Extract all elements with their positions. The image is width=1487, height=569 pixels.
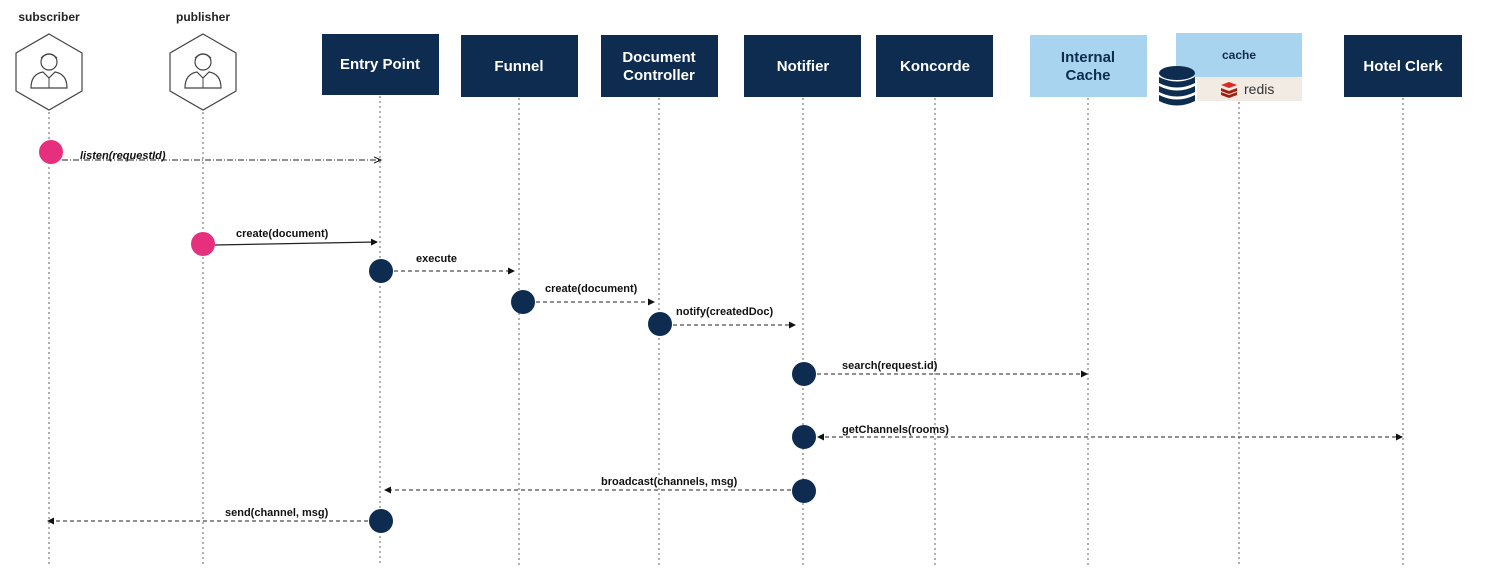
- activation-dot: [369, 259, 393, 283]
- participant-notifier: Notifier: [744, 35, 861, 97]
- actor-subscriber: subscriber: [15, 10, 83, 111]
- participant-label-internal-cache-line1: Internal: [1061, 49, 1115, 66]
- activation-dot: [792, 425, 816, 449]
- activation-dot: [792, 479, 816, 503]
- participant-label-funnel: Funnel: [494, 58, 543, 75]
- redis-logo-text: redis: [1244, 81, 1274, 97]
- message-send: send(channel, msg): [47, 507, 393, 533]
- participant-entry-point: Entry Point: [322, 34, 439, 95]
- actor-label-publisher: publisher: [176, 10, 230, 24]
- actor-label-subscriber: subscriber: [18, 10, 80, 24]
- lifelines: [48, 96, 1404, 566]
- message-listen: listen(requestId): [39, 140, 381, 164]
- participant-label-koncorde: Koncorde: [900, 58, 970, 75]
- participant-label-document-controller-line2: Controller: [623, 67, 695, 84]
- actor-publisher: publisher: [169, 10, 237, 111]
- message-label: listen(requestId): [80, 150, 166, 162]
- message-get-channels: getChannels(rooms): [792, 424, 1403, 449]
- participant-funnel: Funnel: [461, 35, 578, 97]
- participant-hotel-clerk: Hotel Clerk: [1344, 35, 1462, 97]
- activation-dot: [511, 290, 535, 314]
- message-create-document-funnel: create(document): [511, 283, 655, 314]
- redis-logo: redis: [1197, 77, 1302, 101]
- activation-dot: [39, 140, 63, 164]
- activation-dot: [792, 362, 816, 386]
- participant-label-entry-point: Entry Point: [340, 56, 420, 73]
- participant-label-internal-cache-line2: Cache: [1065, 67, 1110, 84]
- message-create-document-publisher: create(document): [191, 228, 378, 256]
- activation-dot: [648, 312, 672, 336]
- message-notify: notify(createdDoc): [648, 306, 796, 336]
- participant-cache: cache redis: [1159, 33, 1302, 106]
- participant-label-cache: cache: [1222, 48, 1256, 62]
- message-label: create(document): [236, 228, 329, 240]
- message-search: search(request.id): [792, 360, 1088, 386]
- participant-koncorde: Koncorde: [876, 35, 993, 97]
- user-icon: [169, 33, 237, 111]
- message-broadcast: broadcast(channels, msg): [384, 476, 816, 503]
- participant-label-document-controller-line1: Document: [622, 49, 695, 66]
- message-label: search(request.id): [842, 360, 938, 372]
- message-label: create(document): [545, 283, 638, 295]
- activation-dot: [369, 509, 393, 533]
- user-icon: [15, 33, 83, 111]
- message-label: notify(createdDoc): [676, 306, 774, 318]
- message-label: send(channel, msg): [225, 507, 329, 519]
- participant-label-notifier: Notifier: [777, 58, 830, 75]
- participant-document-controller: Document Controller: [601, 35, 718, 97]
- activation-dot: [191, 232, 215, 256]
- message-label: broadcast(channels, msg): [601, 476, 738, 488]
- message-label: execute: [416, 253, 457, 265]
- participant-internal-cache: Internal Cache: [1030, 35, 1147, 97]
- message-execute: execute: [369, 253, 515, 283]
- database-icon: [1159, 66, 1195, 106]
- participant-label-hotel-clerk: Hotel Clerk: [1363, 58, 1443, 75]
- message-label: getChannels(rooms): [842, 424, 949, 436]
